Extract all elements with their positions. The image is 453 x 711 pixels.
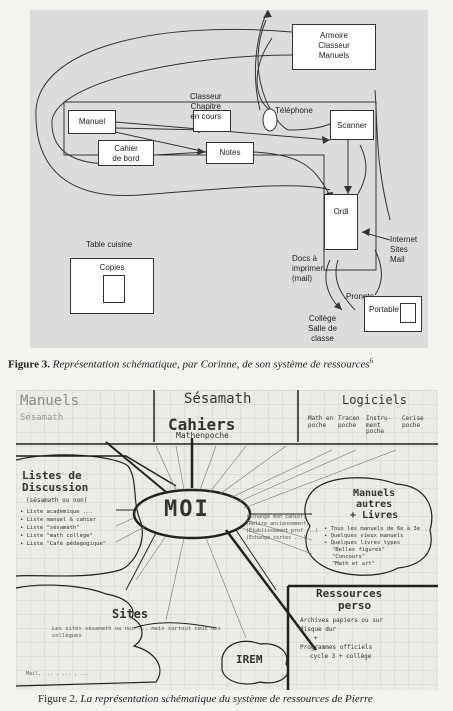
grid-paper bbox=[16, 390, 438, 690]
copies-label: Copies bbox=[99, 263, 125, 272]
pronote-ordi-curve bbox=[374, 249, 382, 296]
logiciel-item-4: Cerise poche bbox=[402, 415, 424, 429]
ordi-box: Ordi bbox=[324, 194, 358, 250]
telephone-label: Téléphone bbox=[275, 106, 313, 115]
sites-cloud-top bbox=[133, 622, 217, 629]
telephone-shape bbox=[262, 108, 278, 132]
portable-device-icon bbox=[400, 303, 416, 323]
listes-cloud bbox=[16, 454, 143, 577]
logiciel-item-2: Tracen poche bbox=[338, 415, 360, 429]
cahiers-label: Cahiers bbox=[168, 415, 236, 434]
cahier-box: Cahier de bord bbox=[98, 140, 154, 166]
manuels-arrow bbox=[105, 441, 167, 493]
logiciel-item-1: Math en poche bbox=[308, 415, 334, 429]
armoire-label: Armoire bbox=[319, 31, 348, 40]
figure-2-diagram: Manuels Sésamath Sésamath Cahiers Mathen… bbox=[16, 390, 438, 690]
classeur-box bbox=[193, 110, 231, 132]
sites-small-text: Mail, ... , ... , ... bbox=[26, 671, 90, 677]
thin-radiating-lines bbox=[115, 445, 397, 639]
ordi-college-curve-2 bbox=[335, 259, 356, 311]
ordi-college-curve-1 bbox=[325, 259, 343, 311]
ressources-items: Archives papiers ou sur disque dur + Pro… bbox=[300, 617, 384, 660]
pronote-label: Pronote bbox=[346, 292, 375, 301]
ressources-arrow bbox=[225, 529, 317, 651]
copies-box: Copies bbox=[70, 258, 154, 314]
portable-box: Portable bbox=[364, 296, 422, 332]
copies-sheet-icon bbox=[103, 275, 125, 303]
right-vertical-curve bbox=[374, 89, 391, 221]
armoire-manuels-label: Manuels bbox=[318, 51, 350, 60]
sites-cloud bbox=[16, 584, 161, 687]
logiciel-item-3: Instru-ment poche bbox=[366, 415, 392, 436]
sites-label: Sites bbox=[112, 607, 149, 621]
moi-label: MOI bbox=[164, 497, 210, 522]
iren-arrow bbox=[235, 529, 277, 591]
ressources-title: Ressources perso bbox=[316, 587, 383, 612]
sesamath-small-label: Sésamath bbox=[20, 413, 64, 423]
manuels-autres-title: Manuels autres + Livres bbox=[350, 488, 399, 521]
figure-3-connectors bbox=[35, 10, 391, 311]
center-notes: (Échange mon cahier) (Relire anciennemen… bbox=[246, 514, 319, 541]
figure-2-caption: Figure 2. La représentation schématique … bbox=[38, 693, 373, 705]
manuel-classeur-line bbox=[114, 127, 207, 131]
scanner-box: Scanner bbox=[330, 110, 374, 140]
portable-label: Portable bbox=[369, 305, 399, 314]
notes-ordi-curve bbox=[253, 151, 333, 201]
figure-2-drawing bbox=[16, 390, 438, 690]
classeur-label: Classeur Chapitre en cours bbox=[190, 92, 222, 121]
manuel-notes-line bbox=[114, 131, 207, 153]
college-label: Collège Salle de classe bbox=[308, 314, 337, 343]
table-cuisine-label: Table cuisine bbox=[86, 240, 133, 249]
figure-3-caption: Figure 3. Représentation schématique, pa… bbox=[8, 357, 374, 371]
internet-label: Internet Sites Mail bbox=[390, 235, 418, 264]
manuels-label: Manuels bbox=[20, 393, 80, 409]
sites-arrow bbox=[125, 532, 157, 591]
classeur-up-arrow bbox=[254, 10, 269, 111]
docs-label: Docs à imprimer (mail) bbox=[292, 254, 324, 283]
mathenpoche-label: Mathenpoche bbox=[176, 431, 229, 440]
manuels-autres-cloud bbox=[304, 477, 433, 576]
figure-3-diagram: Armoire Classeur Manuels Classeur Chapit… bbox=[30, 10, 428, 348]
listes-items: • Liste académique ... • Liste manuel & … bbox=[20, 509, 107, 547]
armoire-classeur-label: Classeur bbox=[318, 41, 350, 50]
iren-label: IREM bbox=[236, 653, 263, 666]
scanner-ordi-curve bbox=[357, 144, 367, 195]
listes-title: Listes de Discussion bbox=[22, 469, 89, 495]
notes-box: Notes bbox=[206, 142, 254, 164]
sesamath-label: Sésamath bbox=[184, 391, 252, 407]
sites-text: Les sites sésamath ou non ... mais surto… bbox=[52, 626, 221, 639]
listes-boundary bbox=[16, 455, 177, 487]
manuel-box: Manuel bbox=[68, 110, 116, 134]
manuels-autres-items: • Tous les manuels de 6e à 3e • Quelques… bbox=[324, 526, 421, 567]
armoire-inner-curve bbox=[51, 54, 293, 165]
listes-subtitle: (sésamath ou non) bbox=[26, 497, 88, 504]
telephone-arc-1 bbox=[256, 37, 273, 111]
armoire-loop-curve bbox=[35, 28, 331, 197]
armoire-box: Armoire Classeur Manuels bbox=[292, 24, 376, 70]
iren-cloud bbox=[221, 640, 289, 685]
logiciels-label: Logiciels bbox=[342, 393, 408, 407]
